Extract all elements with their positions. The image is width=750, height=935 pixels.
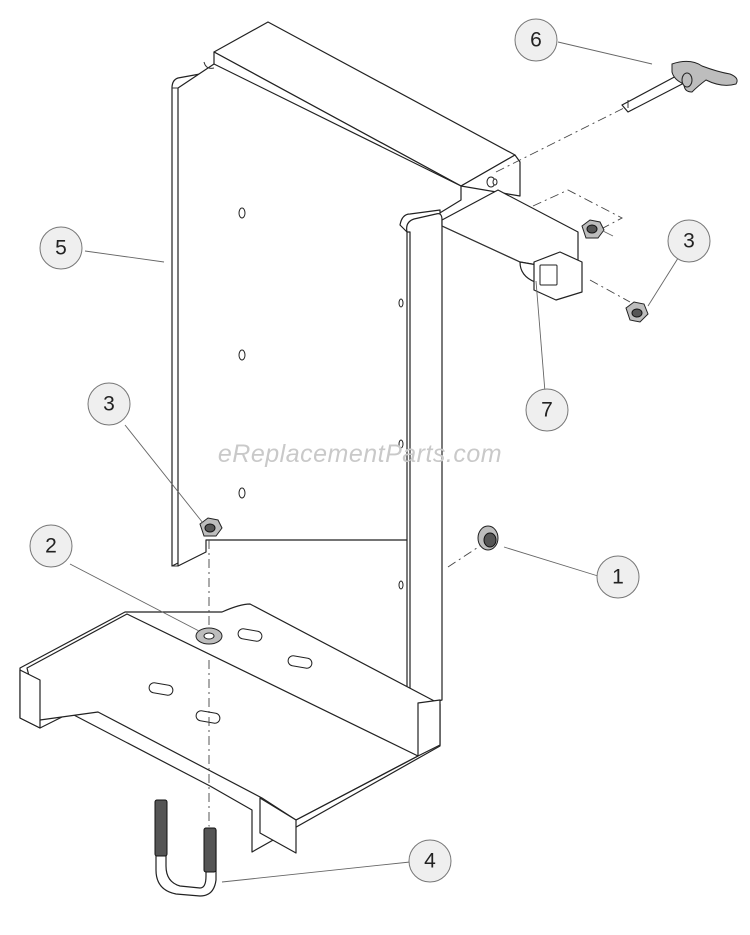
alignment-lines [208,99,641,860]
nut-lower [625,301,649,323]
callout-2[interactable]: 2 [29,524,73,568]
svg-text:6: 6 [530,29,542,52]
svg-text:7: 7 [541,399,553,422]
bracket-front-flange [398,209,443,709]
pin-hole [492,178,498,186]
svg-text:4: 4 [424,850,436,873]
panel-hole [238,207,246,219]
svg-text:3: 3 [683,230,695,253]
callout-7[interactable]: 7 [525,388,569,432]
u-bolt [154,799,217,897]
leader-lines [69,41,681,883]
bracket-back-panel [171,21,521,567]
bracket-base-plate [19,603,441,854]
flange-nut [477,525,499,551]
base-slot [287,655,313,669]
callout-5[interactable]: 5 [39,226,83,270]
callout-3-lower[interactable]: 3 [87,382,131,426]
panel-hole [238,487,246,499]
base-slot [237,628,263,642]
t-handle-pin [621,60,738,113]
nut-upper [581,219,605,239]
washer [195,627,223,645]
callout-1[interactable]: 1 [596,555,640,599]
svg-text:2: 2 [45,535,57,558]
base-slot [148,682,174,696]
svg-text:3: 3 [103,393,115,416]
svg-text:1: 1 [612,566,624,589]
panel-hole [238,349,246,361]
callout-4[interactable]: 4 [408,839,452,883]
square-tube [441,189,583,301]
base-nut [199,517,223,537]
callout-3-upper[interactable]: 3 [667,219,711,263]
watermark: eReplacementParts.com [218,440,502,468]
svg-text:5: 5 [55,237,67,260]
callout-6[interactable]: 6 [514,18,558,62]
